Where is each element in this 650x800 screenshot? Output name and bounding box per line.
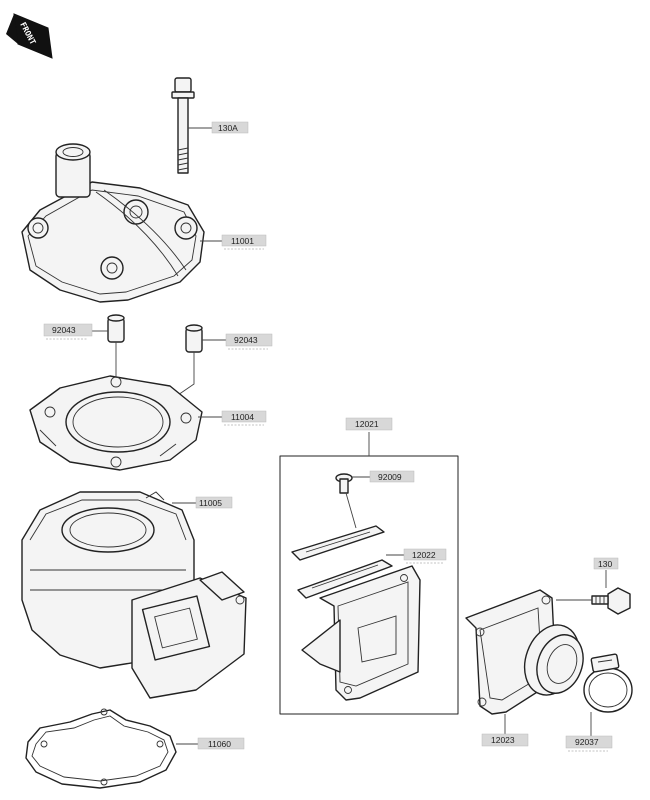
tag-11005-label: 11005 <box>199 498 222 508</box>
tag-130[interactable]: 130 <box>593 557 619 570</box>
dowel-pin-left <box>107 314 125 343</box>
head-bolt <box>171 77 195 174</box>
tag-130A[interactable]: 130A <box>211 121 249 134</box>
reed-screw <box>335 473 353 494</box>
tag-11004-label: 11004 <box>231 412 254 422</box>
tag-12023-label: 12023 <box>491 735 515 745</box>
head-gasket <box>29 375 203 471</box>
intake-manifold <box>465 589 584 715</box>
tag-11005[interactable]: 11005 <box>195 496 233 509</box>
tag-11001-label: 11001 <box>231 236 254 246</box>
cylinder-head <box>21 143 205 303</box>
reed-block <box>301 565 421 701</box>
tag-92043-left-label: 92043 <box>52 325 76 335</box>
tag-92009[interactable]: 92009 <box>369 470 415 483</box>
tag-92043-right-label: 92043 <box>234 335 258 345</box>
tag-12021[interactable]: 12021 <box>345 417 393 431</box>
tag-92037-label: 92037 <box>575 737 599 747</box>
base-gasket <box>25 708 177 789</box>
intake-bolt <box>591 587 631 615</box>
tag-12023[interactable]: 12023 <box>481 733 529 747</box>
tag-12022-label: 12022 <box>412 550 436 560</box>
tag-11004[interactable]: 11004 <box>221 410 267 426</box>
tag-11060-label: 11060 <box>208 739 231 749</box>
tag-92043-left[interactable]: 92043 <box>43 323 93 340</box>
tag-92043-right[interactable]: 92043 <box>225 333 273 350</box>
cylinder <box>21 491 247 699</box>
hose-clamp <box>583 653 633 713</box>
tag-130A-label: 130A <box>218 123 238 133</box>
tag-11060[interactable]: 11060 <box>197 737 245 750</box>
tag-92009-label: 92009 <box>378 472 402 482</box>
tag-12022[interactable]: 12022 <box>403 548 447 564</box>
reed-petal <box>297 559 393 599</box>
tag-12021-label: 12021 <box>355 419 379 429</box>
dowel-pin-right <box>185 324 203 353</box>
tag-130-label: 130 <box>598 559 612 569</box>
tag-92037[interactable]: 92037 <box>565 735 613 752</box>
tag-11001[interactable]: 11001 <box>221 234 267 250</box>
reed-stopper <box>291 525 385 561</box>
front-arrow-icon: FRONT <box>6 13 53 59</box>
